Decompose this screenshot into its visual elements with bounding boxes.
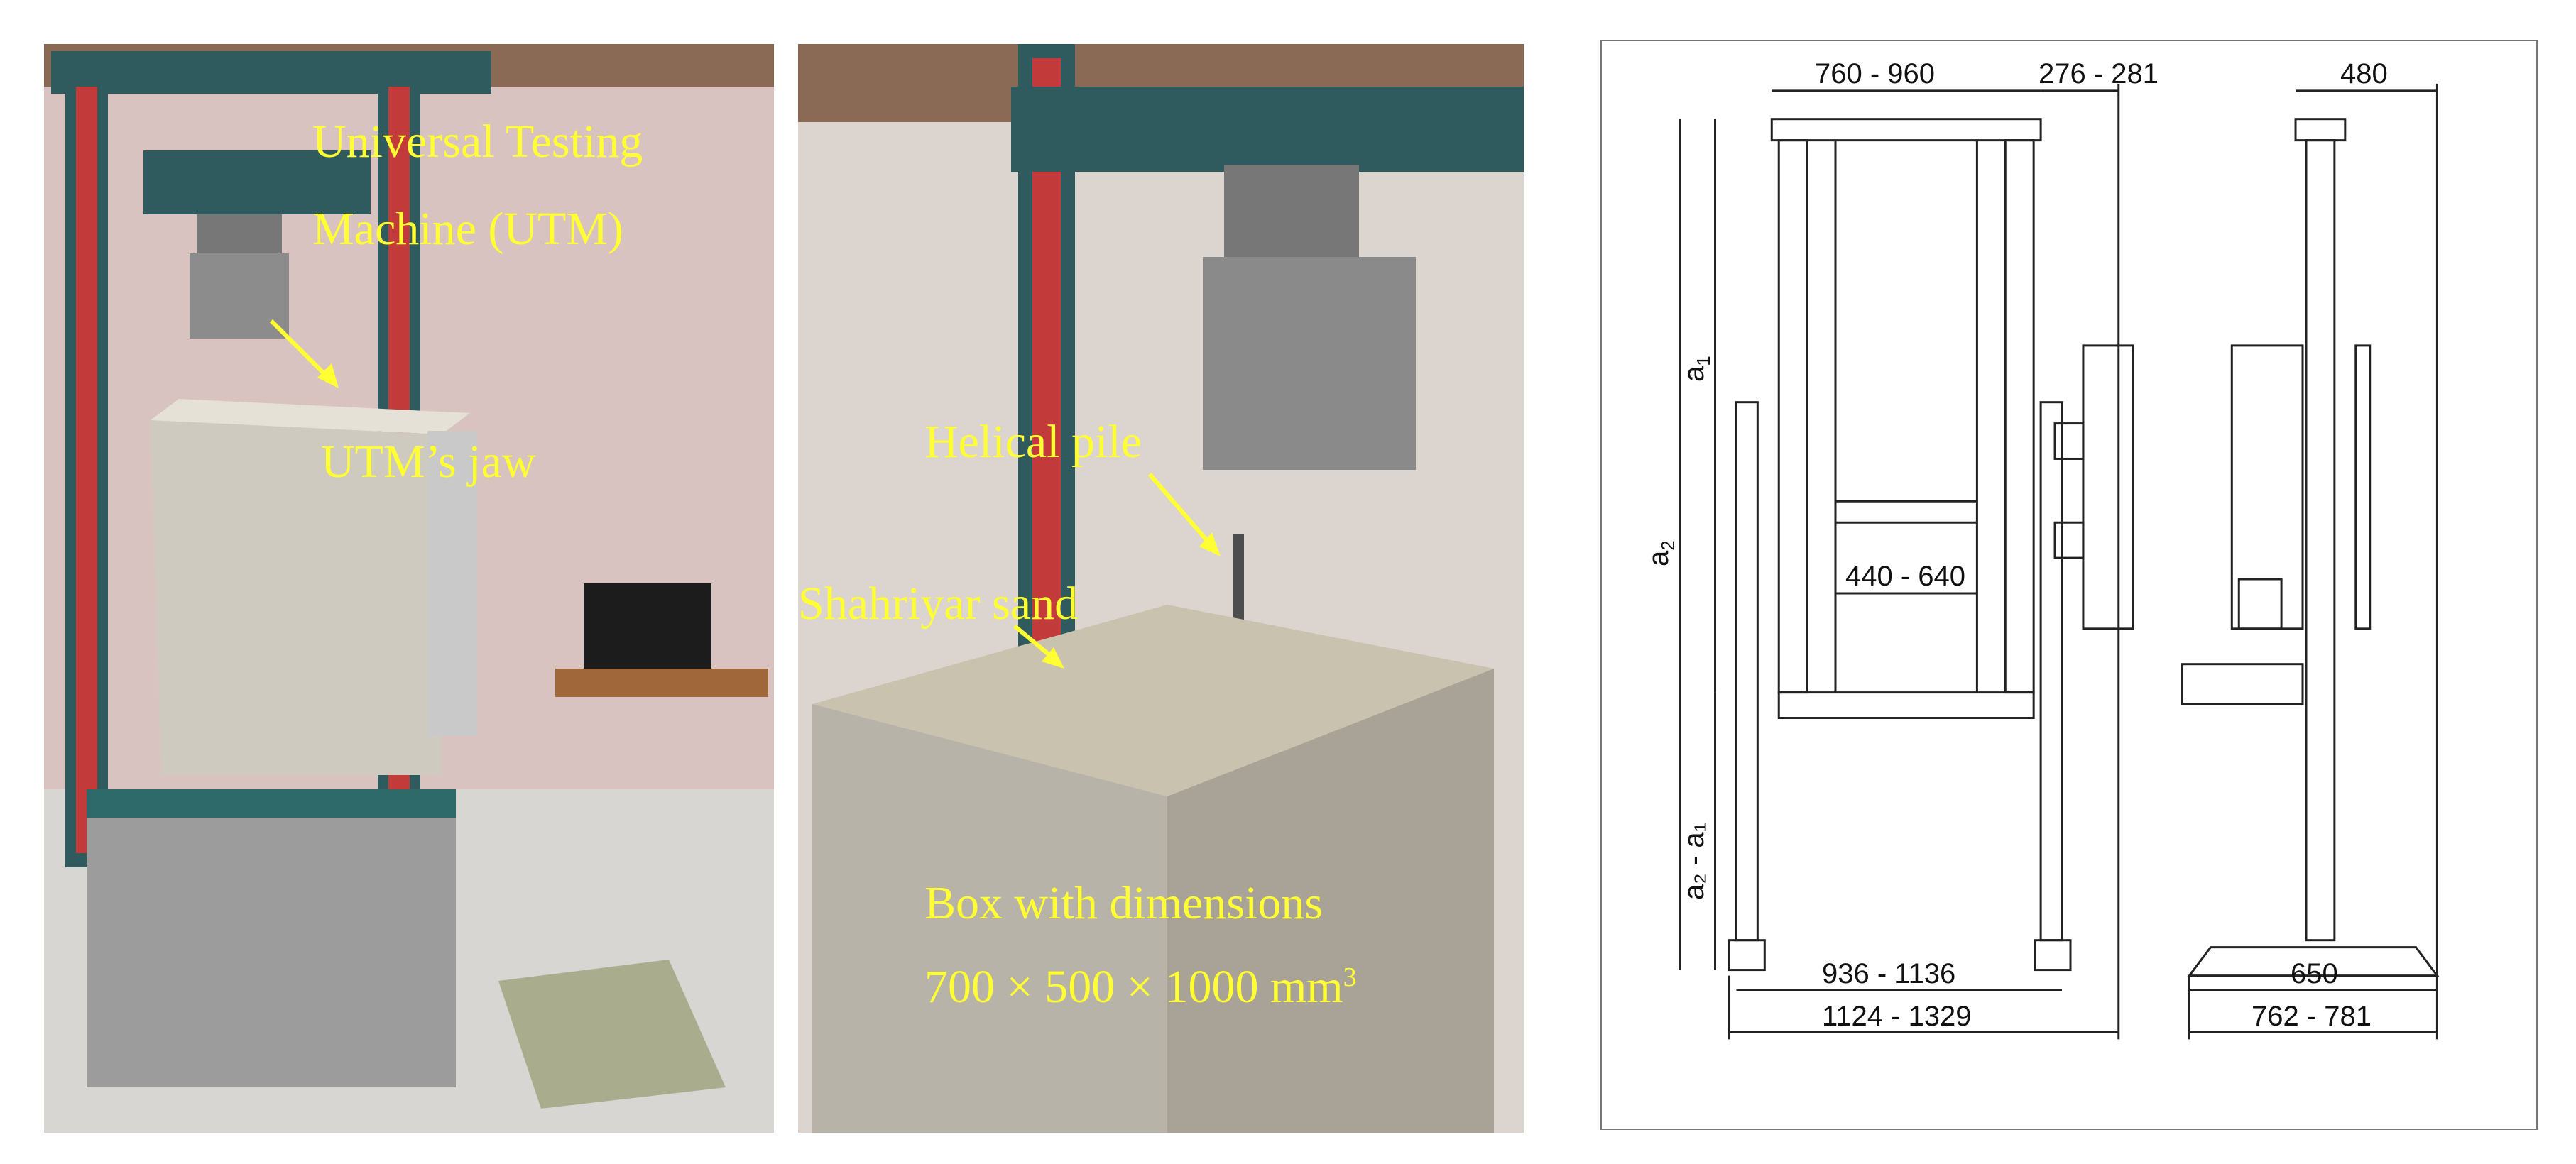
dim-a2-sub: 2 bbox=[1657, 540, 1679, 551]
box-photo-illustration bbox=[798, 44, 1524, 1133]
box-label-line1: Box with dimensions bbox=[924, 880, 1323, 927]
dim-top-right: 480 bbox=[2340, 58, 2388, 89]
dim-a2-minus-a1: a₂ - a₁ bbox=[1679, 822, 1710, 900]
dim-inner-width: 440 - 640 bbox=[1845, 561, 1966, 592]
utm-caption-line1: Universal Testing bbox=[312, 116, 643, 168]
sand-label: Shahriyar sand bbox=[798, 578, 1079, 630]
utm-photo-illustration bbox=[44, 44, 774, 1133]
dim-base-inner: 936 - 1136 bbox=[1822, 958, 1956, 989]
drawing-lines bbox=[1679, 83, 2440, 1040]
machine-dimension-drawing: 760 - 960 276 - 281 480 440 - 640 936 - … bbox=[1600, 40, 2538, 1130]
dim-a2-letter: a bbox=[1643, 550, 1674, 566]
box-label-line1-text: Box with dimensions bbox=[924, 877, 1324, 929]
dim-top-side-gap: 276 - 281 bbox=[2039, 58, 2159, 89]
dim-base-total: 1124 - 1329 bbox=[1822, 1001, 1972, 1032]
dim-side-total: 762 - 781 bbox=[2252, 1001, 2372, 1032]
utm-photo: Universal Testing Machine (UTM) UTM’s ja… bbox=[44, 44, 774, 1133]
utm-caption-line2: Machine (UTM) bbox=[312, 203, 624, 255]
dim-a1-letter: a bbox=[1679, 366, 1710, 382]
helical-pile-label: Helical pile bbox=[924, 416, 1142, 468]
box-label-line2-text: 700 × 500 × 1000 mm bbox=[924, 961, 1343, 1013]
box-photo: Helical pile Shahriyar sand Box with dim… bbox=[798, 44, 1524, 1133]
dim-a2: a2 bbox=[1643, 540, 1679, 566]
jaw-label: UTM’s jaw bbox=[321, 436, 536, 488]
box-label-line2: 700 × 500 × 1000 mm3 bbox=[924, 964, 1357, 1011]
dim-a1-sub: 1 bbox=[1693, 356, 1714, 366]
dim-a1: a1 bbox=[1679, 356, 1714, 382]
box-label-superscript: 3 bbox=[1343, 962, 1357, 992]
dim-side-base: 650 bbox=[2291, 958, 2338, 989]
dim-top-width: 760 - 960 bbox=[1815, 58, 1936, 89]
